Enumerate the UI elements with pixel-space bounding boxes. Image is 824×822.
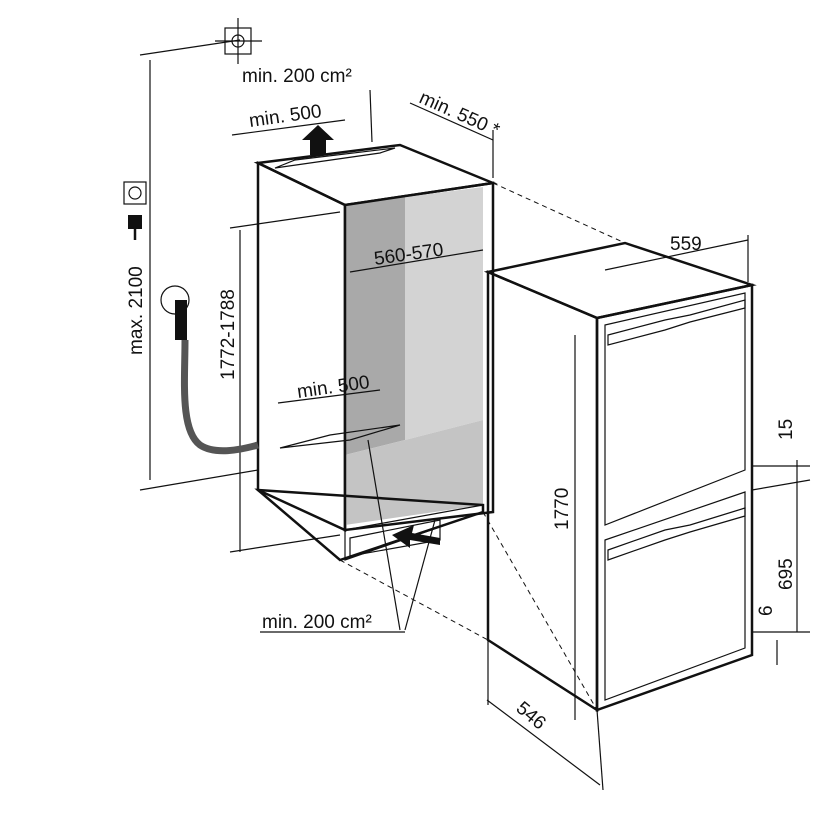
airflow-in-arrow <box>392 525 440 548</box>
top-vent-area-label: min. 200 cm² <box>242 66 352 87</box>
bottom-vent-area-label: min. 200 cm² <box>262 612 372 633</box>
top-vent-depth-label: min. 500 <box>248 101 323 132</box>
level-icon <box>215 18 262 64</box>
niche-cabinet <box>253 143 498 562</box>
airflow-up-arrow <box>302 125 334 155</box>
door-gap-label: 15 <box>776 419 797 440</box>
max-height-label: max. 2100 <box>126 266 147 355</box>
bottom-offset-label: 6 <box>756 605 777 616</box>
top-vent <box>274 147 396 169</box>
niche-depth-label: min. 550 * <box>416 87 503 141</box>
plug-icon <box>128 215 142 240</box>
water-tap-icon <box>160 285 190 340</box>
lower-door-height-label: 695 <box>776 558 797 590</box>
appliance-depth-label: 546 <box>512 698 550 734</box>
niche-height-label: 1772-1788 <box>218 289 239 380</box>
upper-door <box>604 292 746 526</box>
lower-door <box>604 491 746 701</box>
appliance-width-label: 559 <box>670 234 702 255</box>
fridge <box>483 241 757 713</box>
dimension-lines <box>139 39 811 791</box>
water-hose <box>180 339 259 455</box>
appliance-height-label: 1770 <box>552 488 573 530</box>
upper-handle <box>607 299 746 346</box>
lower-handle <box>607 507 746 561</box>
power-socket-icon <box>123 181 147 205</box>
